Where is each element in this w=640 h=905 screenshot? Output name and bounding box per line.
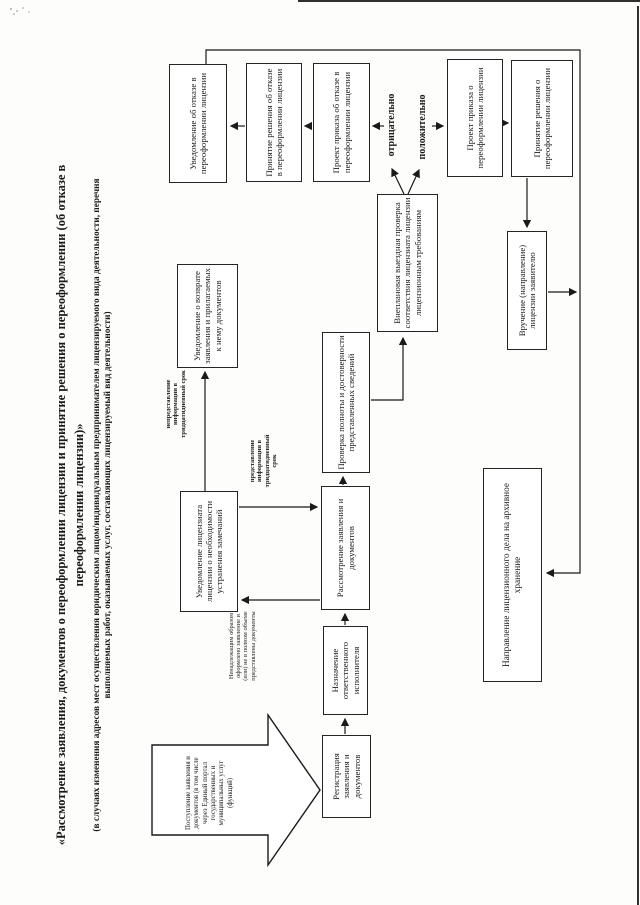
- intake-arrow-shape: [151, 712, 321, 868]
- node-assign-executor: Назначение ответственного исполнителя: [323, 626, 368, 715]
- scan-edge-right: [637, 6, 639, 905]
- label-info-not-provided: непредставление информации в тридцатидне…: [165, 370, 187, 438]
- node-reissue-draft-order: Проект приказа о переоформлении лицензии: [447, 59, 503, 177]
- node-refusal-notice: Уведомление об отказе в переоформлении л…: [169, 64, 227, 183]
- label-info-provided: представление информации в тридцатидневн…: [249, 434, 279, 488]
- node-onsite-inspection: Внеплановая выездная проверка соответств…: [377, 194, 438, 332]
- label-negative: отрицательно: [386, 93, 397, 157]
- scan-mark-topleft: [10, 8, 12, 10]
- node-notify-remarks: Уведомление лицензиата лицензии о необхо…: [180, 491, 238, 612]
- diagram-subtitle-line1: (в случаях изменения адресов мест осущес…: [92, 178, 102, 832]
- diagram-title-line1: «Рассмотрение заявления, документов о пе…: [54, 164, 68, 846]
- label-improper-application: Ненадлежащим образом оформлено заявление…: [228, 611, 257, 681]
- node-review: Рассмотрение заявления и документов: [321, 486, 370, 610]
- node-archive: Направление лицензионного дела на архивн…: [483, 468, 542, 682]
- node-refusal-decision: Принятие решения об отказе в переоформле…: [246, 63, 302, 182]
- scan-edge-top: [298, 0, 640, 2]
- node-reissue-decision: Принятие решения о переоформлении лиценз…: [511, 60, 573, 177]
- node-completeness-check: Проверка полноты и достоверности предста…: [322, 332, 370, 473]
- node-intake: Поступление заявления и документов (в то…: [184, 756, 234, 830]
- node-license-handover: Вручение (направление) лицензии заявител…: [507, 231, 547, 350]
- node-refusal-draft-order: Проект приказа об отказе в переоформлени…: [313, 63, 370, 182]
- diagram-title-line2: переоформлении лицензии)»: [72, 423, 86, 587]
- node-return-notice: Уведомление о возврате заявления и прила…: [177, 264, 238, 368]
- diagram-subtitle-line2: выполняемых работ, оказываемых услуг, со…: [103, 311, 113, 699]
- label-positive: положительно: [417, 94, 428, 160]
- node-registration: Регистрация заявления и документов: [322, 735, 371, 818]
